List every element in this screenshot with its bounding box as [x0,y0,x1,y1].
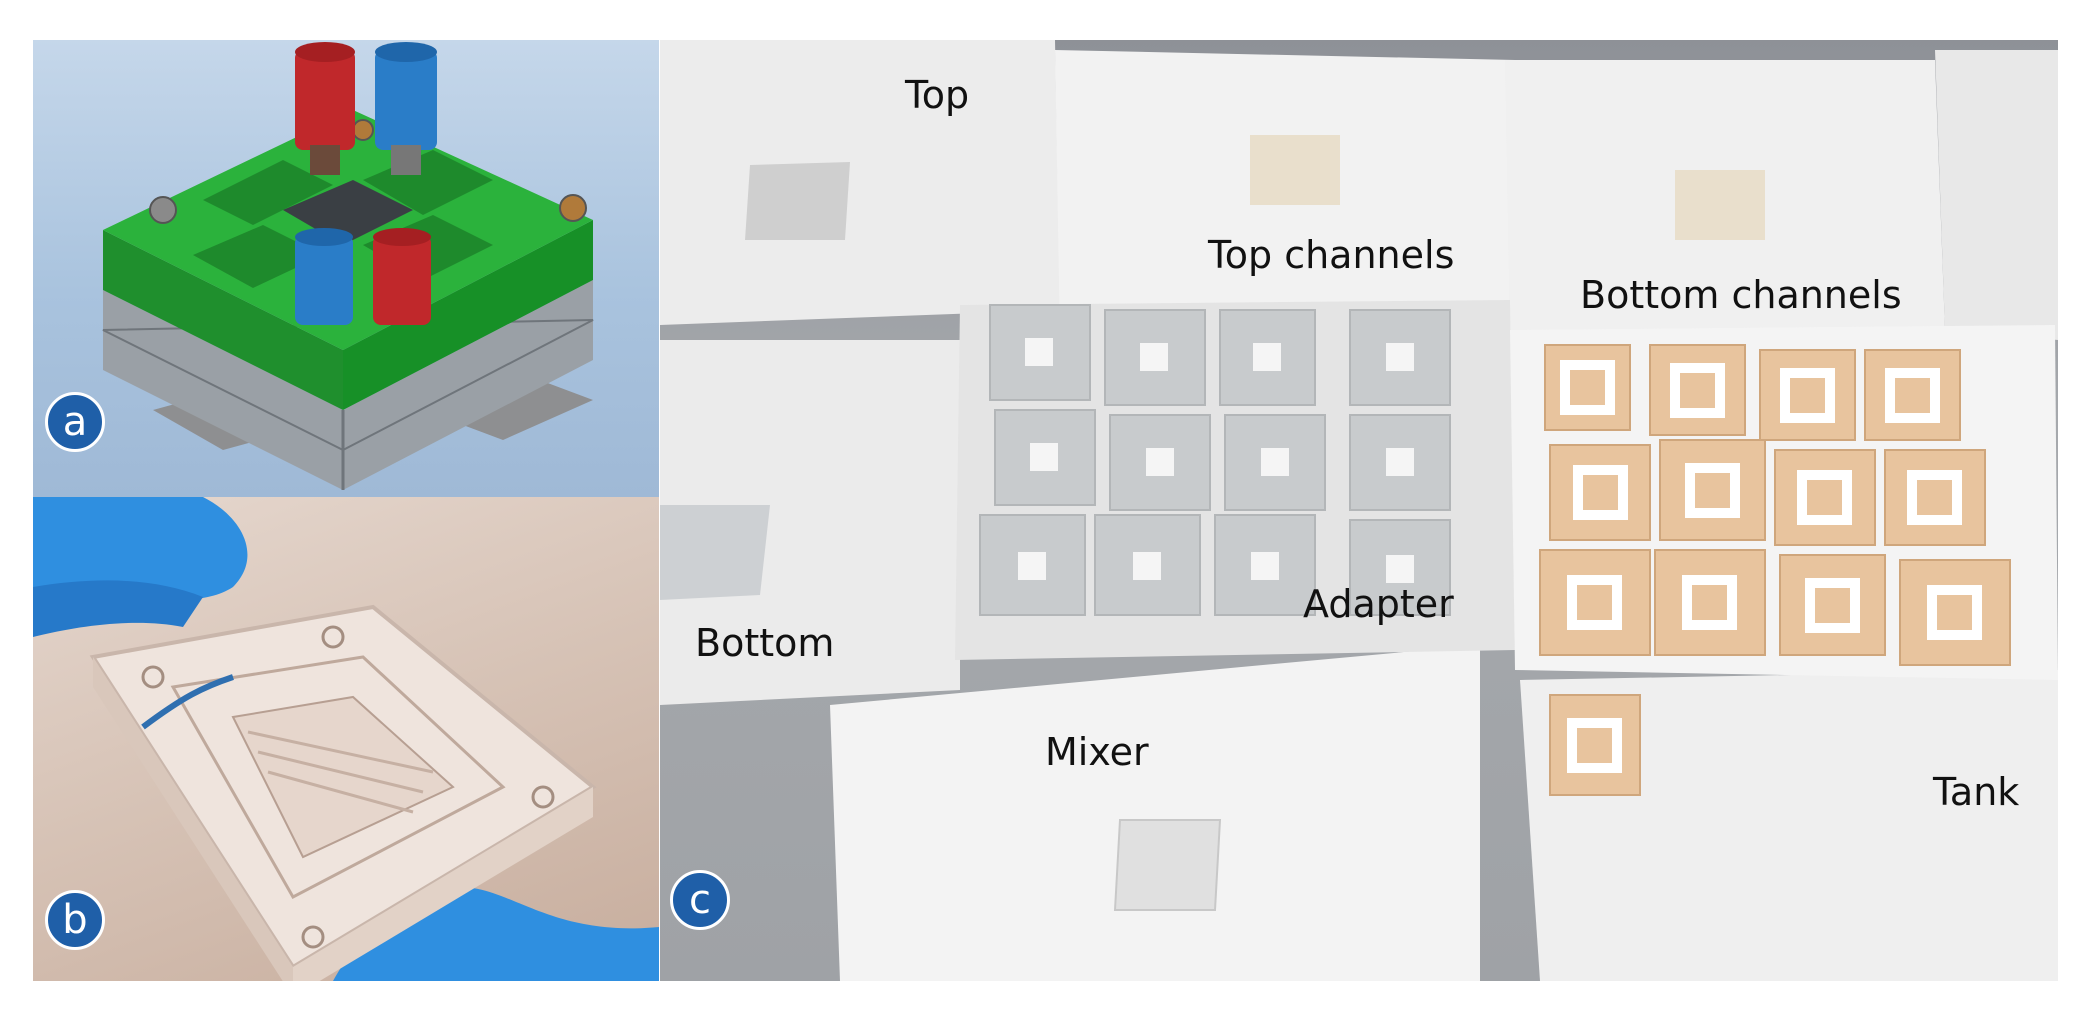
label-bottom-channels: Bottom channels [1580,273,1902,317]
panel-a-cad-render: a [33,40,659,497]
label-tank: Tank [1933,770,2020,814]
panel-c-layers-photo: Top Top channels Bottom channels Bottom … [660,40,2058,981]
label-top-channels: Top channels [1208,233,1455,277]
layers-photo-image [660,40,2058,981]
panel-c-badge: c [670,870,730,930]
panel-b-badge: b [45,890,105,950]
label-bottom: Bottom [695,621,835,665]
panel-a-badge: a [45,392,105,452]
panel-b-chip-photo: b [33,497,659,981]
cad-chip-holder-image [102,42,594,490]
label-top: Top [905,73,970,117]
transparent-chip-image [33,497,659,981]
label-mixer: Mixer [1045,730,1149,774]
label-adapter: Adapter [1303,582,1454,626]
